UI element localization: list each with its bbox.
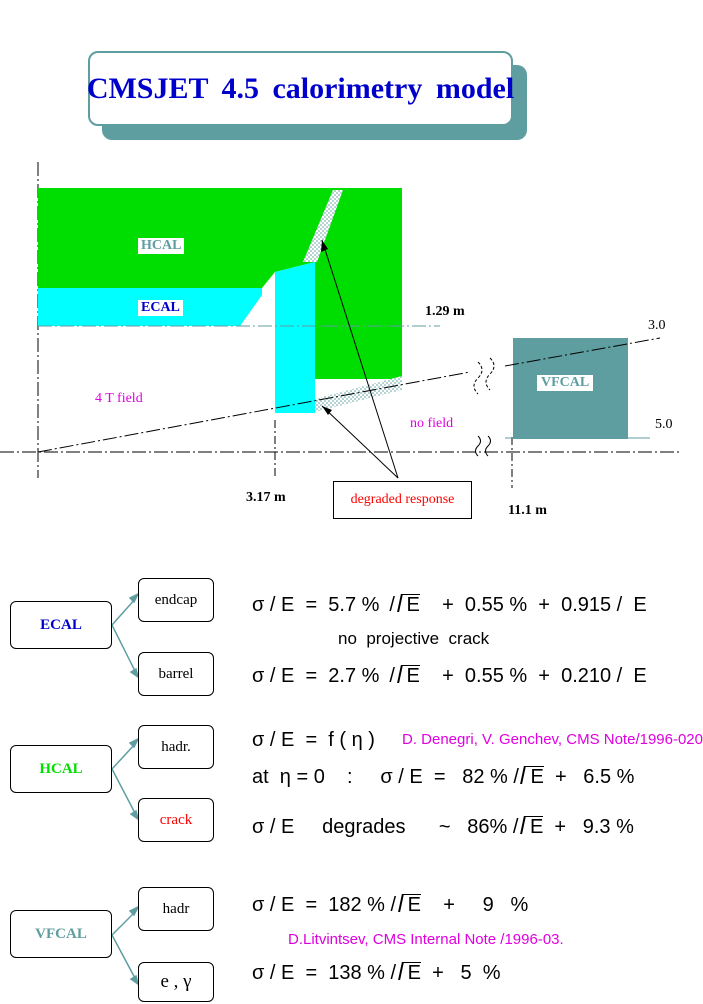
ecal-label: ECAL xyxy=(138,300,183,316)
barrel-label: barrel xyxy=(158,665,194,682)
vfcal-em-formula: σ / E = 138 % / E + 5 % xyxy=(252,962,501,984)
hcal-label: HCAL xyxy=(138,238,185,254)
vfcal-em-sqrt: E xyxy=(401,962,421,983)
vfcal-hadr-formula: σ / E = 182 % / E + 9 % xyxy=(252,894,529,916)
eta-label-3: 3.0 xyxy=(648,318,666,333)
ecal-endcap xyxy=(275,262,315,413)
e-gamma-label: e , γ xyxy=(160,971,192,992)
ecal-endcap-formula: σ / E = 5.7 %/ E + 0.55 % + 0.915 / E xyxy=(252,594,647,616)
ecal-endcap-terms: + 0.55 % + 0.915 / E xyxy=(442,594,647,616)
branch-connectors xyxy=(111,592,140,986)
vfcal-hadr-sqrt: E xyxy=(401,894,421,915)
eta-label-5: 5.0 xyxy=(655,417,673,432)
crack-region-upper xyxy=(303,190,343,262)
ecal-barrel-terms: + 0.55 % + 0.210 / E xyxy=(442,665,647,687)
hcal-region xyxy=(38,188,402,379)
vfcal-hadr-terms: + 9 % xyxy=(443,894,529,916)
vfcal-box-label: VFCAL xyxy=(35,925,87,942)
eta-line-lower xyxy=(37,371,471,453)
hcal-hadr-terms: + 6.5 % xyxy=(554,766,635,788)
arrow-line-lower xyxy=(321,405,399,479)
eta-line-upper xyxy=(504,337,661,367)
hcal-hadr-formula: at η = 0 : σ / E = 82 % / E + 6.5 % xyxy=(252,766,635,788)
endcap-label: endcap xyxy=(154,591,198,608)
hcal-box: HCAL xyxy=(10,745,112,793)
title-box: CMSJET 4.5 calorimetry model xyxy=(86,51,515,126)
crack-region-lower xyxy=(315,376,402,412)
hcal-crack-sqrt: E xyxy=(523,816,544,837)
vfcal-label: VFCAL xyxy=(537,375,594,391)
ecal-endcap-sqrt: E xyxy=(400,594,420,615)
barrel-box: barrel xyxy=(138,652,214,696)
arrow-line-upper xyxy=(321,239,399,479)
break-mark-lower xyxy=(475,435,491,457)
hcal-box-label: HCAL xyxy=(39,760,83,777)
field-label: 4 T field xyxy=(95,391,143,406)
vfcal-hadr-stochastic: σ / E = 182 % xyxy=(252,894,385,916)
vfcal-box: VFCAL xyxy=(10,910,112,958)
crack-label: crack xyxy=(159,811,193,828)
no-projective-crack-note: no projective crack xyxy=(338,629,490,648)
dimension-vfcal: 11.1 m xyxy=(508,503,547,518)
break-mark-upper xyxy=(473,357,495,395)
dimension-endcap: 3.17 m xyxy=(246,490,286,505)
ecal-box-label: ECAL xyxy=(40,616,82,633)
ecal-box: ECAL xyxy=(10,601,112,649)
vfcal-reference: D.Litvintsev, CMS Internal Note /1996-03… xyxy=(288,931,564,948)
vfcal-em-stochastic: σ / E = 138 % xyxy=(252,962,385,984)
arrow-head-lower xyxy=(322,406,332,415)
degraded-response-label: degraded response xyxy=(350,492,455,507)
page-title: CMSJET 4.5 calorimetry model xyxy=(86,71,515,105)
degraded-response-box: degraded response xyxy=(333,481,472,519)
ecal-endcap-stochastic: σ / E = 5.7 % xyxy=(252,594,380,616)
ecal-barrel-formula: σ / E = 2.7 %/ E + 0.55 % + 0.210 / E xyxy=(252,665,647,687)
ecal-barrel-stochastic: σ / E = 2.7 % xyxy=(252,665,380,687)
arrow-head-upper xyxy=(321,240,328,252)
hcal-hadr-stochastic: at η = 0 : σ / E = 82 % xyxy=(252,766,508,788)
vfcal-em-terms: + 5 % xyxy=(432,962,501,984)
hcal-eta-formula: σ / E = f ( η ) xyxy=(252,729,375,751)
e-gamma-box: e , γ xyxy=(138,962,214,1002)
hcal-crack-terms: + 9.3 % xyxy=(554,816,634,838)
ecal-barrel-sqrt: E xyxy=(400,665,420,686)
crack-box: crack xyxy=(138,798,214,842)
hadr-box: hadr. xyxy=(138,725,214,769)
no-field-label: no field xyxy=(410,416,454,431)
dimension-radius: 1.29 m xyxy=(425,304,465,319)
detector-diagram xyxy=(0,162,679,488)
hcal-hadr-sqrt: E xyxy=(524,766,544,787)
hadr-label: hadr. xyxy=(161,738,191,755)
hcal-crack-stochastic: σ / E degrades ~ 86% xyxy=(252,816,508,838)
vfcal-hadr-label: hadr xyxy=(162,900,190,917)
endcap-box: endcap xyxy=(138,578,214,622)
hcal-reference: D. Denegri, V. Genchev, CMS Note/1996-02… xyxy=(402,731,703,748)
hcal-crack-formula: σ / E degrades ~ 86% / E + 9.3 % xyxy=(252,816,634,838)
vfcal-hadr-box: hadr xyxy=(138,887,214,931)
